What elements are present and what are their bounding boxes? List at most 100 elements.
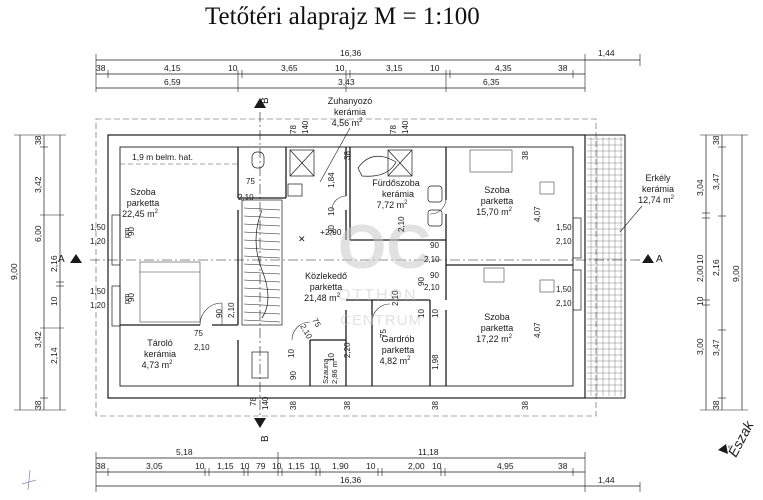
dim-label: 38: [558, 461, 568, 471]
room-name: Zuhanyozó: [328, 96, 373, 106]
room-floor: kerámia: [382, 189, 414, 199]
dim-label: 75: [246, 177, 255, 186]
dim-label: 10: [49, 296, 59, 306]
dim-label: 90: [127, 293, 136, 302]
room-name: Fürdőszoba: [372, 178, 420, 188]
level-arrow-icon: ✕: [298, 234, 306, 244]
dim-label: 1,44: [598, 475, 615, 485]
dim-label: 16,36: [340, 475, 362, 485]
dim-label: 3,65: [281, 63, 298, 73]
stair-tread: [243, 207, 281, 211]
dim-label: 78: [249, 397, 258, 406]
watermark: OC OTTHON CENTRUM: [338, 213, 431, 329]
dim-label: 79: [256, 461, 266, 471]
dim-label: 3,42: [33, 331, 43, 348]
dim-label: 10: [195, 461, 205, 471]
room-area: 15,70 m2: [476, 207, 513, 217]
furniture: [139, 149, 555, 323]
dim-label: 3,05: [146, 461, 163, 471]
stair-tread: [243, 271, 281, 275]
dim-label: 38: [521, 401, 530, 410]
dim-label: 10: [240, 461, 250, 471]
room-floor: kerámia: [334, 107, 366, 117]
watermark-line1: OTTHON: [338, 287, 418, 304]
pm-label: pm: [122, 228, 131, 238]
right-dimension-labels: 9,00 38 3,47 2,16 3,47 38 3,04 10 2,00 1…: [695, 135, 741, 410]
dim-label: 90: [430, 241, 439, 250]
dim-label: 3,47: [711, 173, 721, 190]
dim-label: 6,35: [483, 77, 500, 87]
dim-label: 4,95: [497, 461, 514, 471]
section-label-a-left: A: [58, 254, 65, 265]
room-name: Szauna: [321, 358, 330, 384]
dim-label: 10: [310, 461, 320, 471]
room-area: 2,86 m2: [330, 358, 339, 384]
dim-label: 10: [335, 63, 345, 73]
section-a-right-triangle: [642, 254, 654, 263]
dim-label: 75: [194, 329, 203, 338]
level-mark: +2,90: [320, 227, 342, 237]
stair-tread: [243, 231, 281, 235]
dim-label: 78: [389, 125, 398, 134]
room-floor: kerámia: [642, 184, 674, 194]
dim-label: 16,36: [340, 48, 362, 58]
dim-label: 1,20: [90, 237, 106, 246]
dim-label: 90: [215, 309, 224, 318]
room-area: 7,72 m2: [377, 200, 409, 210]
bathroom-fixtures: [251, 149, 443, 379]
left-dimension-chains: [14, 134, 66, 411]
room-floor: kerámia: [144, 349, 176, 359]
stair-tread: [243, 311, 281, 315]
dim-label: 6,59: [164, 77, 181, 87]
room-name: Szoba: [484, 312, 510, 322]
dim-label: 11,18: [418, 447, 439, 457]
dim-label: 10: [417, 309, 426, 318]
dim-label: 2,10: [194, 343, 210, 352]
room-labels: Szoba parketta 22,45 m2 Tároló kerámia 4…: [122, 96, 675, 370]
dim-label: 38: [289, 401, 298, 410]
dim-label: 3,47: [711, 339, 721, 356]
dim-label: 2,10: [238, 193, 254, 202]
dim-label: 3,04: [695, 179, 705, 196]
room-area: 12,74 m2: [638, 195, 675, 205]
dim-label: 2,16: [49, 255, 59, 272]
dim-label: 2,10: [556, 299, 572, 308]
dim-label: 10: [431, 309, 440, 318]
dim-label: 140: [301, 120, 310, 134]
room-name: Erkély: [645, 173, 671, 183]
balcony-leader: [619, 205, 643, 233]
room-floor: parketta: [481, 196, 514, 206]
balcony: [584, 134, 626, 399]
dim-label: 1,15: [288, 461, 305, 471]
dim-label: 2,10: [424, 255, 440, 264]
room-floor: parketta: [310, 282, 343, 292]
dim-label: 38: [343, 401, 352, 410]
left-dimension-labels: 9,00 38 3,42 6,00 3,42 38 2,16 10 2,14: [9, 135, 59, 410]
room-name: Szoba: [484, 185, 510, 195]
room-area: 17,22 m2: [476, 334, 513, 344]
dim-label: 90: [289, 371, 298, 380]
dim-label: 4,35: [495, 63, 512, 73]
dim-label: 4,07: [533, 206, 542, 222]
dim-label: 38: [711, 135, 721, 145]
section-b-bottom-triangle: [254, 418, 266, 428]
dim-label: 38: [33, 135, 43, 145]
dim-label: 4,15: [164, 63, 181, 73]
north-arrow-icon: [718, 444, 728, 454]
top-dimension-labels: 16,36 1,44 38 4,15 10 3,65 10 3,15 10 4,…: [96, 48, 615, 87]
dim-label: 10: [272, 461, 282, 471]
dim-label: 2,00: [695, 265, 705, 282]
staircase: [241, 199, 283, 326]
section-a-left-triangle: [70, 254, 82, 263]
section-b-top-triangle: [254, 98, 266, 108]
dim-label: 38: [96, 63, 106, 73]
room-name: Tároló: [147, 338, 173, 348]
dim-label: 90: [327, 225, 336, 234]
stair-tread: [243, 247, 281, 251]
interior-dimensions: 78 140 78 140 78 140 75 2,10 1,84 10 2,1…: [90, 120, 572, 410]
north-arrow: Észak: [718, 417, 757, 459]
knee-wall-note: 1,9 m belm. hat.: [132, 152, 193, 162]
dim-label: 140: [261, 396, 270, 410]
stair-tread: [243, 255, 281, 259]
dim-label: 140: [401, 120, 410, 134]
